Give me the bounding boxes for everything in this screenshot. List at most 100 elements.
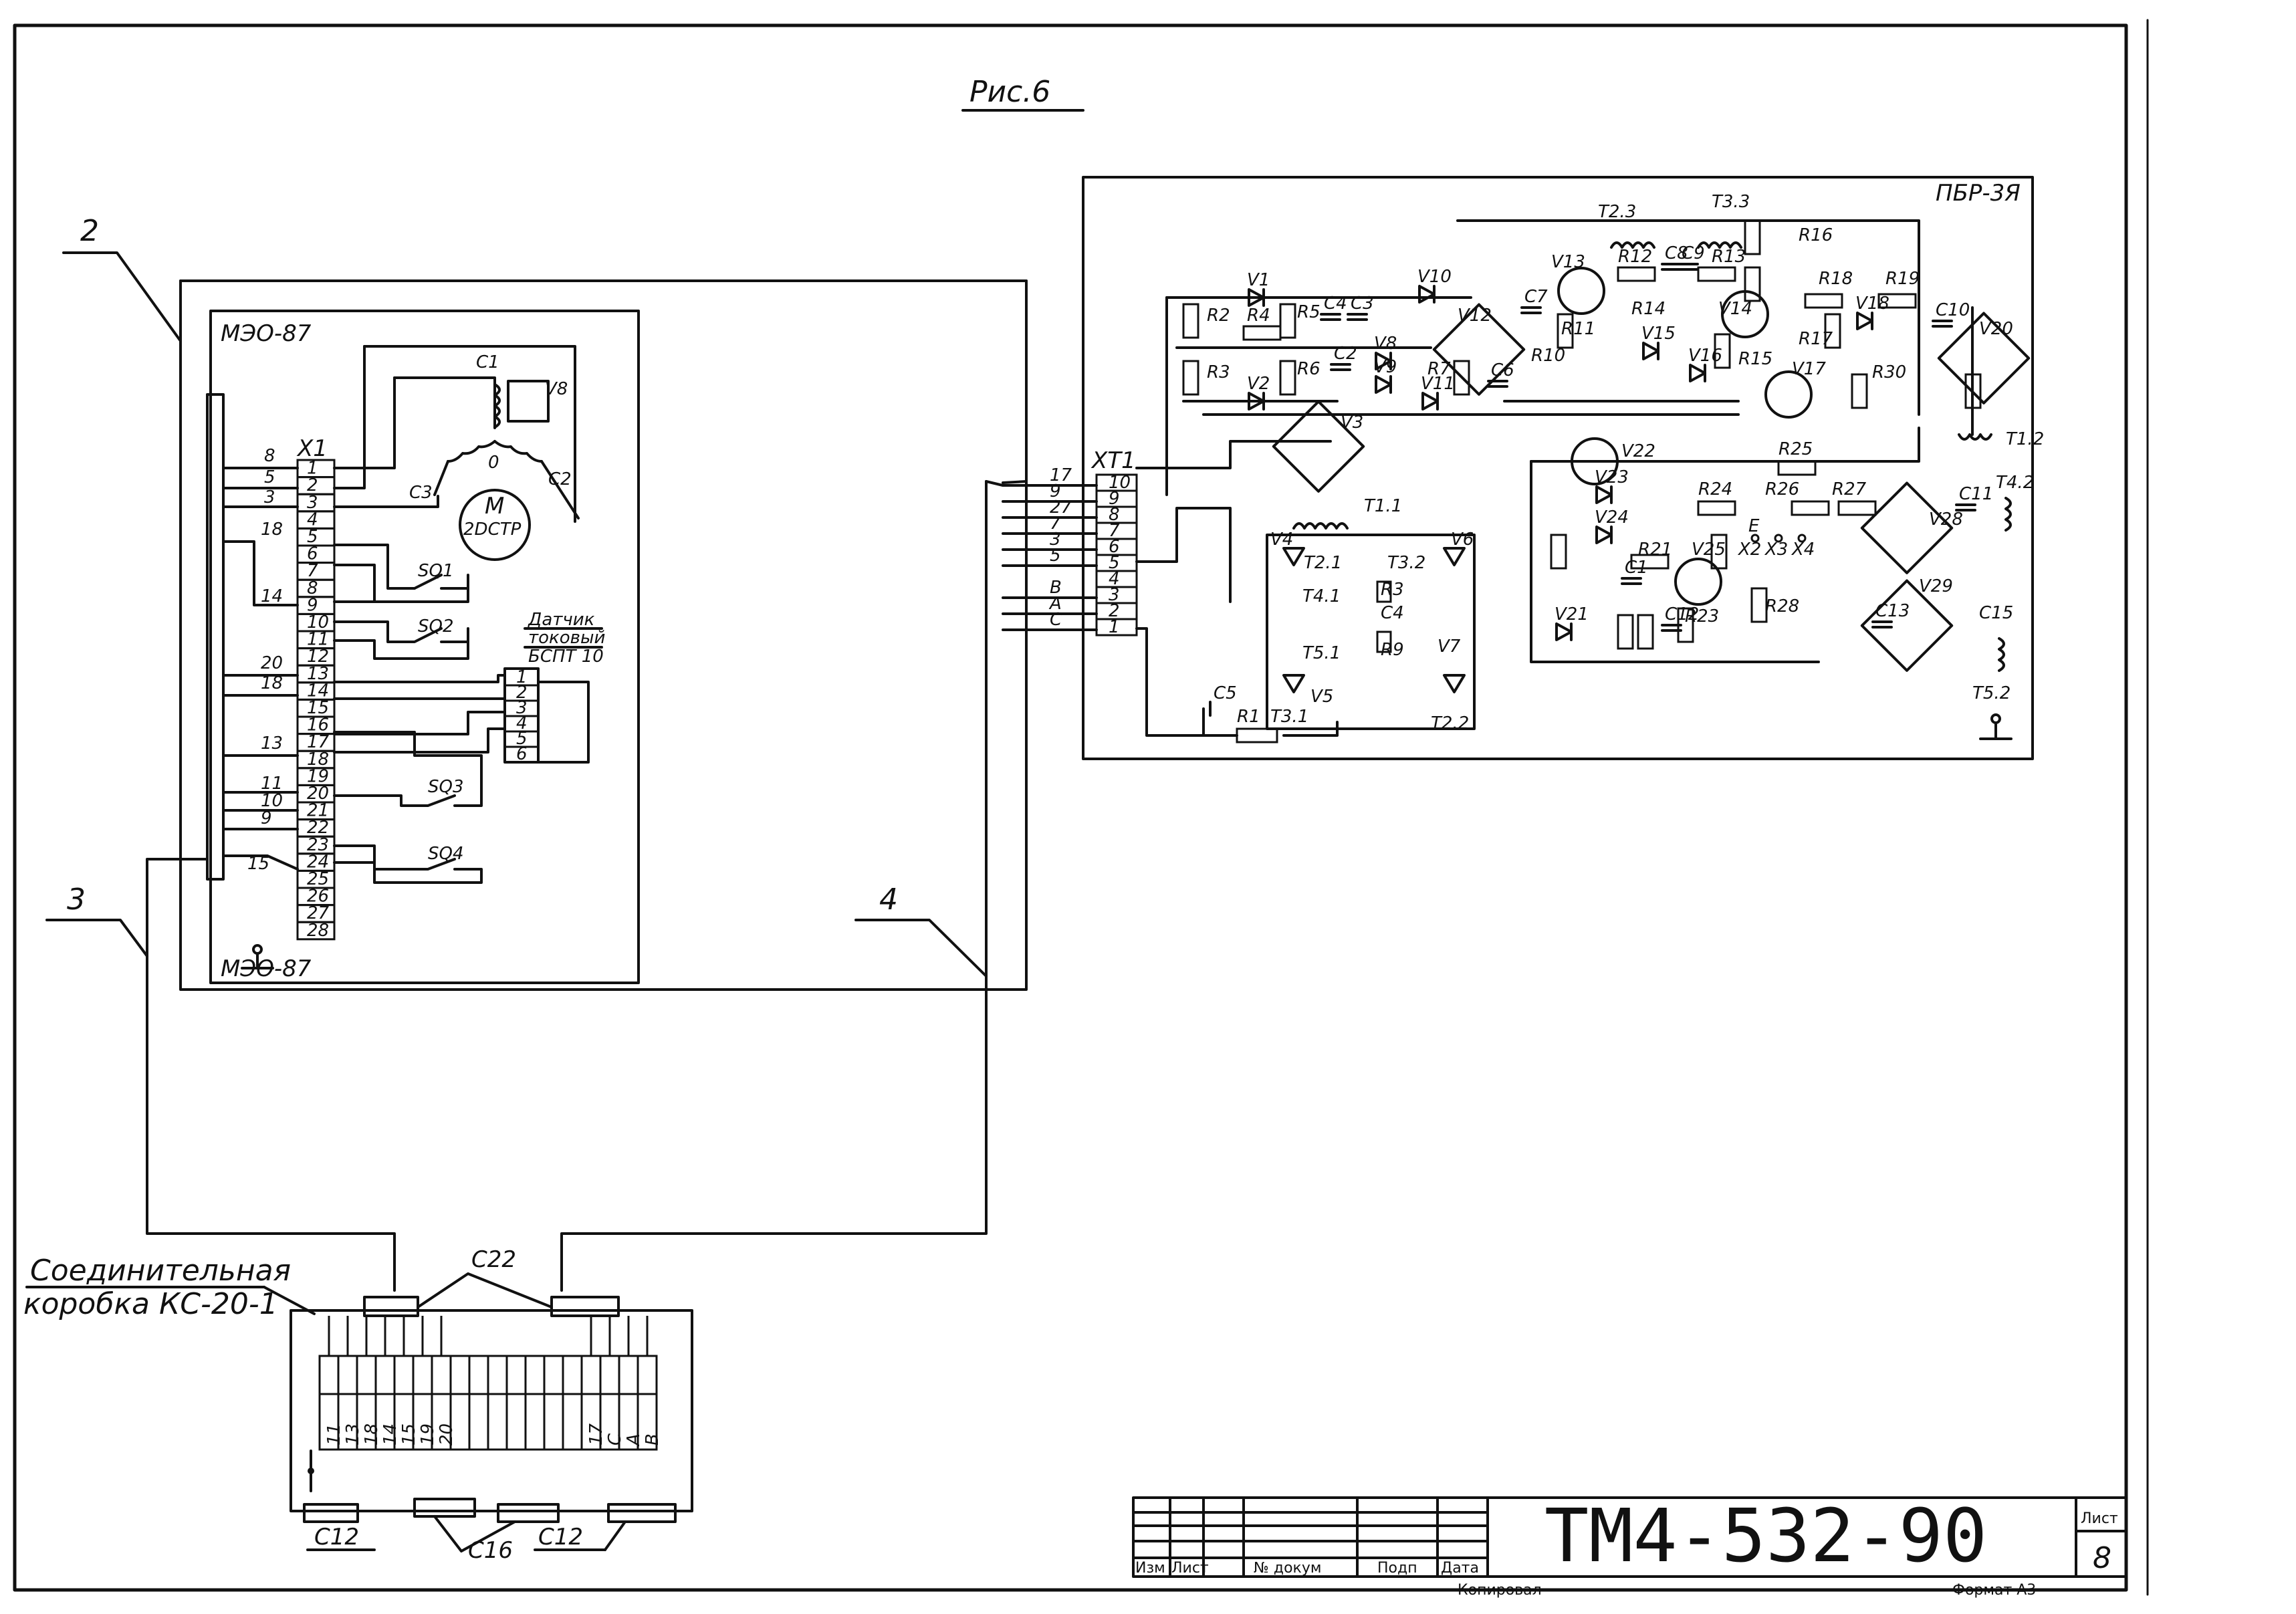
- svg-text:V20: V20: [1979, 319, 2013, 339]
- xt1-wire-label: 17: [1050, 465, 1072, 485]
- svg-text:C3: C3: [409, 483, 433, 503]
- limit-switch-sq2: SQ2: [333, 600, 469, 660]
- x1-pin-label: 21: [307, 801, 329, 821]
- box-terminal: [468, 1355, 489, 1451]
- svg-text:T5.1: T5.1: [1302, 643, 1341, 663]
- svg-text:C2: C2: [548, 469, 572, 489]
- component-label: V18: [1855, 294, 1889, 314]
- component-label: R23: [1685, 606, 1719, 626]
- component-label: V24: [1595, 507, 1629, 528]
- diode: [1375, 352, 1392, 370]
- svg-text:V3: V3: [1341, 413, 1363, 433]
- resistor: [1630, 554, 1670, 570]
- svg-text:10: 10: [261, 791, 283, 811]
- diode: [1856, 312, 1873, 330]
- callout-2: 2: [62, 214, 182, 342]
- box-terminal-label: B: [643, 1433, 663, 1446]
- xt1-wire-label: C: [1050, 610, 1062, 630]
- xt1-pin-label: 4: [1109, 569, 1120, 589]
- cable-3: [146, 858, 396, 1292]
- component-label: V8: [1374, 334, 1397, 354]
- limit-switch-sq1: SQ1: [333, 544, 469, 603]
- svg-text:X2: X2: [1737, 540, 1761, 560]
- callout-3: 3: [45, 883, 148, 957]
- format: Формат А3: [1952, 1582, 2036, 1599]
- xt1-pin-label: 2: [1109, 601, 1120, 621]
- x1-pin-label: 3: [307, 493, 318, 513]
- x1-pin-label: 8: [307, 578, 318, 598]
- sensor-pin-label: 6: [516, 744, 528, 764]
- xt1-wire-label: B: [1050, 578, 1062, 598]
- cable-2: [179, 279, 1028, 483]
- x1-pin-label: 11: [307, 630, 329, 650]
- svg-text:V5: V5: [1310, 687, 1333, 707]
- svg-text:C15: C15: [1979, 603, 2013, 623]
- col-list: Лист: [1171, 1560, 1209, 1577]
- x1-pin-label: 18: [307, 750, 329, 770]
- svg-text:C5: C5: [1214, 683, 1237, 703]
- diode: [1689, 364, 1706, 382]
- component-label: R6: [1297, 359, 1321, 379]
- svg-text:SQ2: SQ2: [418, 616, 454, 637]
- svg-text:V6: V6: [1451, 530, 1474, 550]
- component-label: R10: [1531, 346, 1565, 366]
- svg-text:T4.1: T4.1: [1302, 586, 1341, 606]
- sensor-pin-label: 1: [516, 667, 528, 687]
- component-label: C9: [1682, 243, 1705, 263]
- diode: [1248, 288, 1265, 307]
- svg-text:2: 2: [80, 214, 99, 248]
- x1-pin-label: 27: [307, 903, 330, 923]
- x1-pin-label: 19: [307, 766, 329, 786]
- x1-pin-label: 23: [307, 835, 329, 855]
- sensor-pin-label: 3: [516, 698, 528, 718]
- component-label: R14: [1631, 299, 1666, 319]
- svg-text:V22: V22: [1621, 441, 1655, 461]
- pbr-ground-symbol: [1979, 713, 2013, 740]
- component-label: C12: [1665, 604, 1699, 624]
- svg-text:V28: V28: [1929, 509, 1963, 530]
- svg-text:2DCTP: 2DCTP: [463, 520, 522, 540]
- resistor: [1714, 333, 1731, 369]
- component-label: R27: [1832, 479, 1867, 499]
- component-label: R19: [1885, 269, 1920, 289]
- component-label: R2: [1207, 306, 1230, 326]
- box-terminal-label: 11: [324, 1423, 344, 1446]
- x1-pin-label: 28: [307, 921, 329, 941]
- resistor: [1777, 460, 1817, 476]
- resistor: [1279, 303, 1296, 339]
- x1-pin-label: 4: [307, 509, 318, 530]
- resistor: [1617, 614, 1634, 650]
- svg-text:T1.1: T1.1: [1364, 496, 1402, 516]
- resistor: [1851, 373, 1868, 409]
- box-terminal-label: 15: [399, 1423, 419, 1446]
- box-title-line2: коробка КС-20-1: [23, 1287, 278, 1321]
- pbr-transformers: T2.3 T3.3 T1.1 T1.2 T4.2 T5.2 C15: [1292, 192, 2044, 703]
- svg-text:токовый: токовый: [528, 628, 605, 648]
- svg-text:13: 13: [261, 733, 283, 754]
- resistor: [1837, 500, 1877, 516]
- resistor: [1697, 266, 1736, 282]
- svg-text:C12: C12: [538, 1524, 583, 1550]
- resistor: [1279, 360, 1296, 396]
- svg-text:0: 0: [488, 453, 499, 473]
- box-terminal: [505, 1355, 527, 1451]
- component-label: V21: [1555, 604, 1589, 624]
- svg-text:Датчик: Датчик: [528, 610, 595, 630]
- resistor: [1453, 360, 1470, 396]
- svg-text:20: 20: [261, 653, 283, 673]
- svg-text:T3.1: T3.1: [1270, 707, 1308, 727]
- svg-text:X3: X3: [1764, 540, 1788, 560]
- box-terminal-label: 17: [586, 1423, 606, 1446]
- svg-text:SQ4: SQ4: [428, 844, 464, 864]
- xt1-pin-label: 10: [1109, 473, 1131, 493]
- meo-87-block: МЭО-87 X1 8 5 3 18 14 20 18 13 11 10 9 1…: [179, 279, 1028, 991]
- motor-2dctp: M 2DCTP V8 C1 0 C3 C2: [333, 345, 580, 561]
- xt1-wire-label: 5: [1050, 546, 1061, 566]
- xt1-pin-label: 6: [1109, 537, 1120, 557]
- component-label: V11: [1421, 374, 1455, 394]
- svg-text:11: 11: [261, 774, 283, 794]
- resistor: [1637, 614, 1654, 650]
- component-label: C3: [1351, 294, 1374, 314]
